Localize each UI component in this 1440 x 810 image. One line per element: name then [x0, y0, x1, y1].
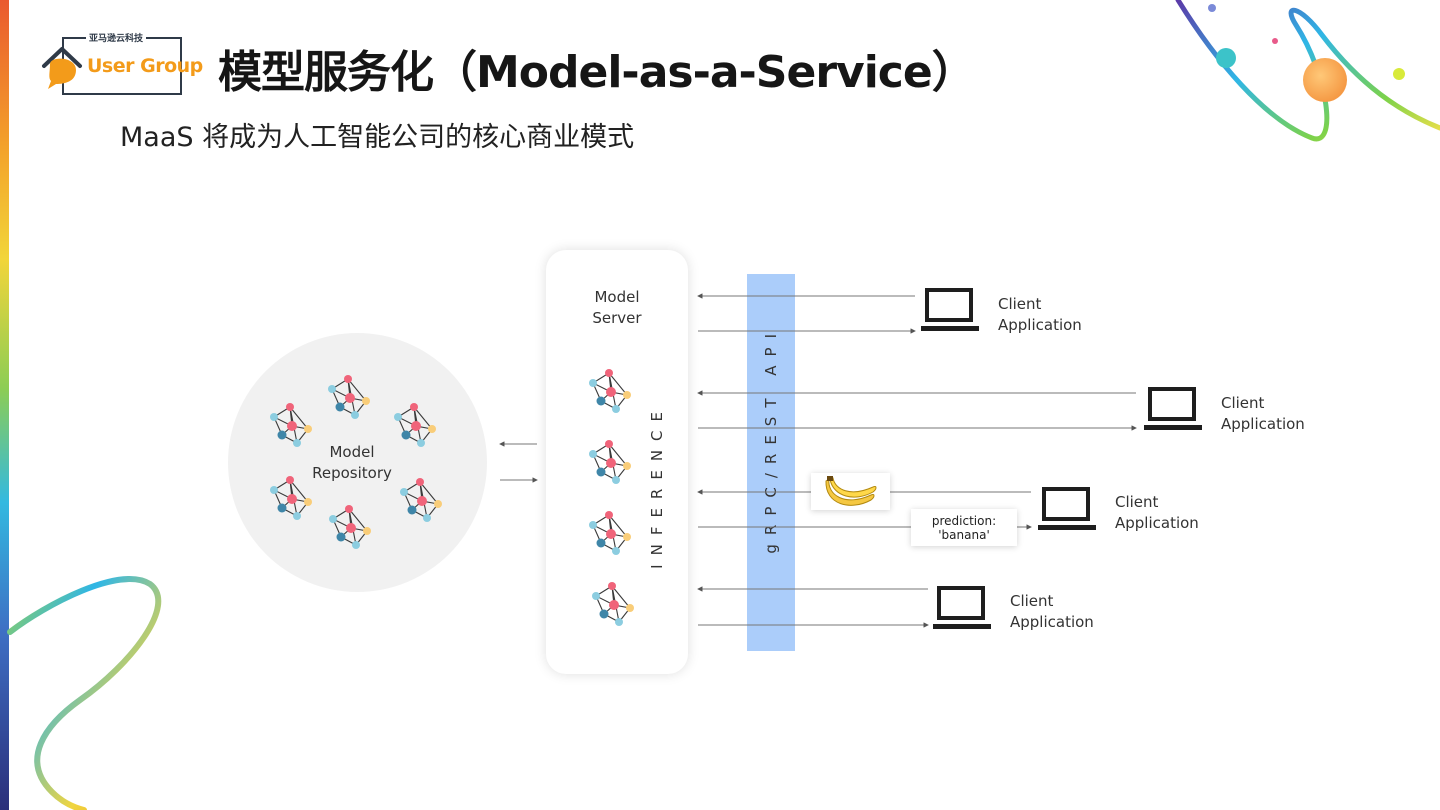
laptop-icon — [921, 288, 979, 331]
client-application-label: Client Application — [1010, 591, 1094, 633]
server-label-line1: Model — [594, 288, 640, 306]
neural-network-icon — [270, 476, 312, 520]
neural-network-icon — [328, 375, 370, 419]
model-repository-label: Model Repository — [288, 442, 416, 484]
neural-network-icon — [400, 478, 442, 522]
client-label-line2: Application — [1221, 415, 1305, 433]
laptop-icon — [1038, 487, 1096, 530]
logo-company-name: 亚马逊云科技 — [86, 31, 147, 44]
neural-network-icon — [589, 511, 631, 555]
client-application-label: Client Application — [1221, 393, 1305, 435]
neural-network-icon — [589, 440, 631, 484]
neural-network-icon — [329, 505, 371, 549]
client-label-line2: Application — [1010, 613, 1094, 631]
repository-label-line1: Model — [329, 443, 375, 461]
client-application-label: Client Application — [998, 294, 1082, 336]
banana-request-card — [811, 473, 890, 510]
client-label-line1: Client — [1221, 394, 1265, 412]
neural-network-icon — [394, 403, 436, 447]
laptop-icon — [1144, 387, 1202, 430]
prediction-card: prediction: 'banana' — [911, 509, 1017, 546]
client-label-line2: Application — [1115, 514, 1199, 532]
logo-user-group-text: User Group — [87, 55, 203, 77]
neural-network-icon — [270, 403, 312, 447]
server-label-line2: Server — [592, 309, 642, 327]
banana-icon — [825, 476, 877, 506]
left-color-stripe — [0, 0, 9, 810]
page-subtitle: MaaS 将成为人工智能公司的核心商业模式 — [120, 122, 635, 153]
repository-label-line2: Repository — [312, 464, 392, 482]
client-label-line1: Client — [1010, 592, 1054, 610]
laptop-icon — [933, 586, 991, 629]
client-label-line2: Application — [998, 316, 1082, 334]
client-label-line1: Client — [1115, 493, 1159, 511]
model-repository-circle — [228, 333, 487, 592]
client-label-line1: Client — [998, 295, 1042, 313]
prediction-value: 'banana' — [938, 528, 990, 542]
model-server-label: Model Server — [566, 287, 668, 329]
prediction-label: prediction: — [931, 514, 997, 528]
api-bar — [747, 274, 795, 651]
neural-network-icon — [589, 369, 631, 413]
neural-network-icon — [592, 582, 634, 626]
page-title: 模型服务化（Model-as-a-Service） — [218, 47, 976, 98]
client-application-label: Client Application — [1115, 492, 1199, 534]
house-chat-icon — [42, 47, 82, 89]
